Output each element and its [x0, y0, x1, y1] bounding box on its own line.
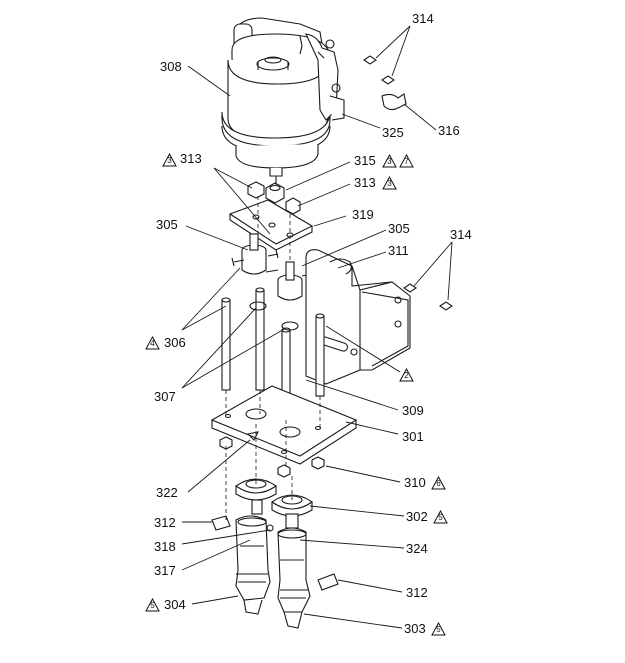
note-triangle-7-315: 7: [399, 154, 414, 168]
note-triangle-6-310: 6: [431, 476, 446, 490]
valve-body-part-305-left: [231, 233, 279, 275]
label-313-left: 313: [180, 151, 202, 166]
center-lines: [225, 176, 321, 520]
label-317: 317: [154, 563, 176, 578]
screw-part-314-right: [403, 283, 453, 311]
note-triangle-5-304: 5: [145, 598, 160, 612]
label-325: 325: [382, 125, 404, 140]
o-rings-part-307: [249, 301, 299, 331]
leader-lines: [181, 25, 453, 629]
label-312-left: 312: [154, 515, 176, 530]
label-322: 322: [156, 485, 178, 500]
note-triangle-2-bracket: 2: [399, 368, 414, 382]
label-309: 309: [402, 403, 424, 418]
base-plate-part-301: [210, 385, 358, 465]
clamp-nuts-part-302: [235, 478, 313, 517]
label-313-right: 313: [354, 175, 376, 190]
screw-part-314-top: [363, 55, 395, 85]
note-triangle-3-313: 3: [162, 153, 177, 167]
label-319: 319: [352, 207, 374, 222]
note-triangle-4-306: 4: [145, 336, 160, 350]
label-308: 308: [160, 59, 182, 74]
label-311: 311: [388, 243, 409, 258]
note-triangle-3-315: 3: [382, 154, 397, 168]
label-305-right: 305: [388, 221, 410, 236]
label-301: 301: [402, 429, 424, 444]
note-triangle-5-302: 5: [433, 510, 448, 524]
label-307: 307: [154, 389, 176, 404]
valve-body-part-305-right: [265, 261, 313, 301]
fittings-parts-313-315: [247, 181, 301, 215]
label-316: 316: [438, 123, 460, 138]
label-304: 304: [164, 597, 186, 612]
nuts-part-310: [219, 436, 325, 478]
label-315: 315: [354, 153, 376, 168]
label-324: 324: [406, 541, 428, 556]
note-triangle-5-303: 5: [431, 622, 446, 636]
label-302: 302: [406, 509, 428, 524]
label-314-right: 314: [450, 227, 472, 242]
note-triangle-3-313-right: 3: [382, 176, 397, 190]
label-314-top: 314: [412, 11, 434, 26]
label-303: 303: [404, 621, 426, 636]
label-306: 306: [164, 335, 186, 350]
elbow-fitting-part-316: [381, 93, 407, 111]
dispense-valve-part-304: [235, 499, 274, 615]
label-312-right: 312: [406, 585, 428, 600]
label-305-left: 305: [156, 217, 178, 232]
fittings-part-312: [211, 515, 339, 591]
dispense-valve-part-303: [277, 513, 311, 629]
label-318: 318: [154, 539, 176, 554]
label-310: 310: [404, 475, 426, 490]
motor-assembly-part-308: [221, 17, 345, 184]
